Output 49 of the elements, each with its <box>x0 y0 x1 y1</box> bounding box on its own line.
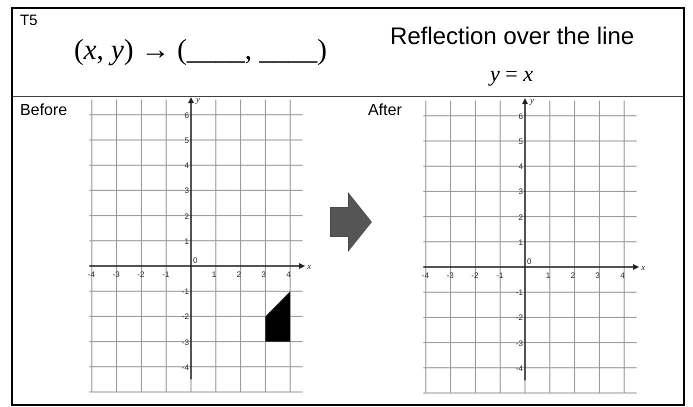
axis-label: x <box>641 263 646 272</box>
tick-label: 2 <box>184 212 189 221</box>
tick-label: -4 <box>422 271 429 280</box>
tick-label: 3 <box>261 270 266 279</box>
tick-label: -4 <box>88 270 95 279</box>
axis-label: x <box>307 262 312 271</box>
tick-label: -1 <box>514 288 523 298</box>
tick-label: -3 <box>180 338 189 347</box>
tick-label: -2 <box>137 270 145 279</box>
tick-label: 1 <box>212 270 216 279</box>
arrow <box>330 192 372 252</box>
tick-label: 4 <box>184 161 189 170</box>
line-equation: y = x <box>490 62 533 86</box>
tick-label: 4 <box>620 271 625 280</box>
tick-label: -3 <box>112 270 120 279</box>
tick-label: 1 <box>518 238 523 247</box>
tick-label: 3 <box>518 187 523 196</box>
tick-label: 5 <box>184 136 189 145</box>
tick-label: 2 <box>236 270 242 279</box>
tick-label: 6 <box>518 112 523 121</box>
tick-label: -1 <box>162 270 170 279</box>
tick-label: -2 <box>180 312 189 322</box>
tick-label: 6 <box>184 110 189 120</box>
tick-label: 2 <box>570 271 576 280</box>
tick-label: 5 <box>518 137 523 146</box>
tick-label: 1 <box>184 236 189 246</box>
tick-label: 1 <box>546 271 550 280</box>
tick-label: -3 <box>514 338 523 348</box>
tick-label: 3 <box>184 186 189 196</box>
task-number: T5 <box>20 13 38 30</box>
mapping-rule: (x, y) → (____, ____) <box>74 35 327 67</box>
tick-label: -4 <box>514 364 523 373</box>
tick-label: 2 <box>518 212 523 222</box>
tick-label: -4 <box>180 362 189 372</box>
tick-label: -1 <box>496 271 504 280</box>
tick-label: -1 <box>180 287 189 296</box>
tick-label: 4 <box>286 270 291 279</box>
tick-label: 0 <box>193 256 198 265</box>
tick-label: 0 <box>527 257 532 266</box>
panel-title: Before <box>20 102 68 120</box>
axis-label: y <box>530 96 534 106</box>
heading: Reflection over the line <box>390 24 634 50</box>
tick-label: 3 <box>595 271 600 280</box>
panel-title: After <box>368 102 402 120</box>
tick-label: -3 <box>446 271 454 280</box>
tick-label: 4 <box>518 162 523 172</box>
tick-label: -2 <box>514 313 523 322</box>
axis-label: y <box>196 95 200 104</box>
tick-label: -2 <box>471 271 479 280</box>
